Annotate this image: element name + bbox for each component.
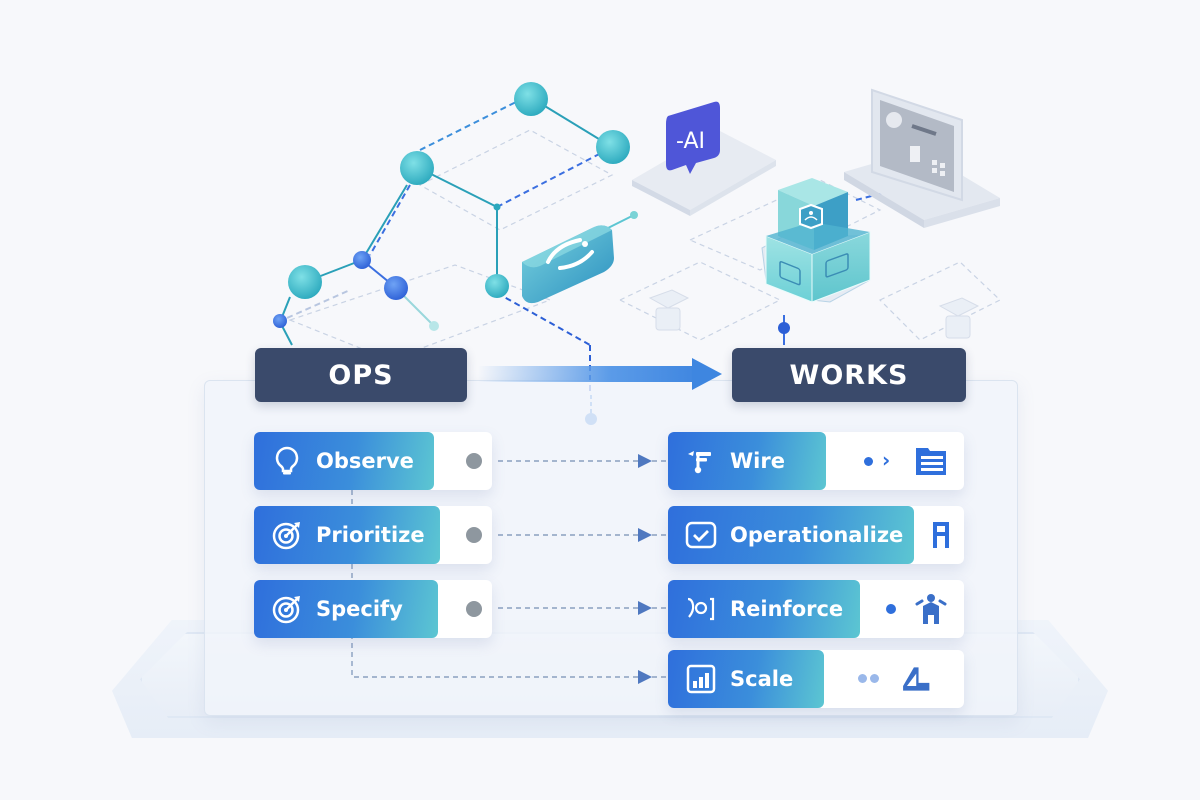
document-list-icon	[914, 444, 948, 478]
dashed-link	[419, 99, 521, 151]
node	[514, 82, 548, 116]
node-small	[778, 322, 790, 334]
works-step-operationalize[interactable]: Operationalize	[668, 506, 964, 564]
target-icon	[270, 592, 304, 626]
plane-left	[288, 264, 552, 361]
target-icon	[270, 518, 304, 552]
works-step-wire[interactable]: Wire ›	[668, 432, 964, 490]
works-header: WORKS	[732, 348, 966, 402]
step-label: Scale	[730, 667, 794, 691]
double-dot-icon	[858, 674, 867, 683]
dot-icon	[864, 457, 873, 466]
node-small	[630, 211, 638, 219]
dashed-link	[496, 149, 608, 208]
works-step-reinforce[interactable]: Reinforce	[668, 580, 964, 638]
step-label: Prioritize	[316, 523, 425, 547]
lightbulb-icon	[270, 444, 304, 478]
ops-header: OPS	[255, 348, 467, 402]
ramp-icon	[900, 662, 944, 696]
step-label: Wire	[730, 449, 785, 473]
ai-badge-text: -AI	[676, 129, 705, 154]
cube-module-icon	[761, 178, 871, 303]
ops-step-observe[interactable]: Observe	[254, 432, 492, 490]
flow-arrow-shaft	[478, 366, 698, 382]
node	[384, 276, 408, 300]
dashed-link	[496, 292, 591, 346]
connector-dot[interactable]	[466, 453, 482, 469]
ai-tray: -AI	[632, 101, 776, 216]
small-seat-icon	[938, 297, 980, 339]
background-planes	[288, 129, 1002, 361]
wire-connector-icon	[684, 444, 718, 478]
node	[353, 251, 371, 269]
node-small	[429, 321, 439, 331]
person-icon	[914, 592, 948, 626]
dot-icon	[886, 604, 896, 614]
small-seat-icon	[648, 289, 690, 331]
dashed-link	[277, 289, 351, 323]
formula-icon	[684, 592, 718, 626]
works-step-scale[interactable]: Scale	[668, 650, 964, 708]
connector-dot[interactable]	[466, 601, 482, 617]
checkbox-icon	[684, 518, 718, 552]
node	[400, 151, 434, 185]
dashed-link	[369, 184, 411, 256]
ai-badge-icon: -AI	[666, 101, 720, 174]
plane-mid	[618, 261, 782, 341]
plane-center	[688, 179, 882, 271]
gate-icon	[924, 518, 949, 552]
arrow-right-icon	[692, 358, 722, 390]
ops-step-specify[interactable]: Specify	[254, 580, 492, 638]
node	[596, 130, 630, 164]
toggle-device-icon	[522, 225, 614, 304]
node	[273, 314, 287, 328]
node-small	[493, 203, 501, 211]
step-label: Observe	[316, 449, 414, 473]
ops-step-prioritize[interactable]: Prioritize	[254, 506, 492, 564]
step-label: Reinforce	[730, 597, 844, 621]
monitor-icon	[844, 88, 1000, 228]
plane-top	[418, 129, 614, 231]
connector-dot[interactable]	[466, 527, 482, 543]
step-label: Specify	[316, 597, 403, 621]
link	[361, 184, 408, 261]
node	[288, 265, 322, 299]
bar-chart-icon	[684, 662, 718, 696]
node	[485, 274, 509, 298]
chevron-right-icon: ›	[882, 448, 891, 472]
step-label: Operationalize	[730, 523, 904, 547]
plane-right	[878, 261, 1002, 341]
